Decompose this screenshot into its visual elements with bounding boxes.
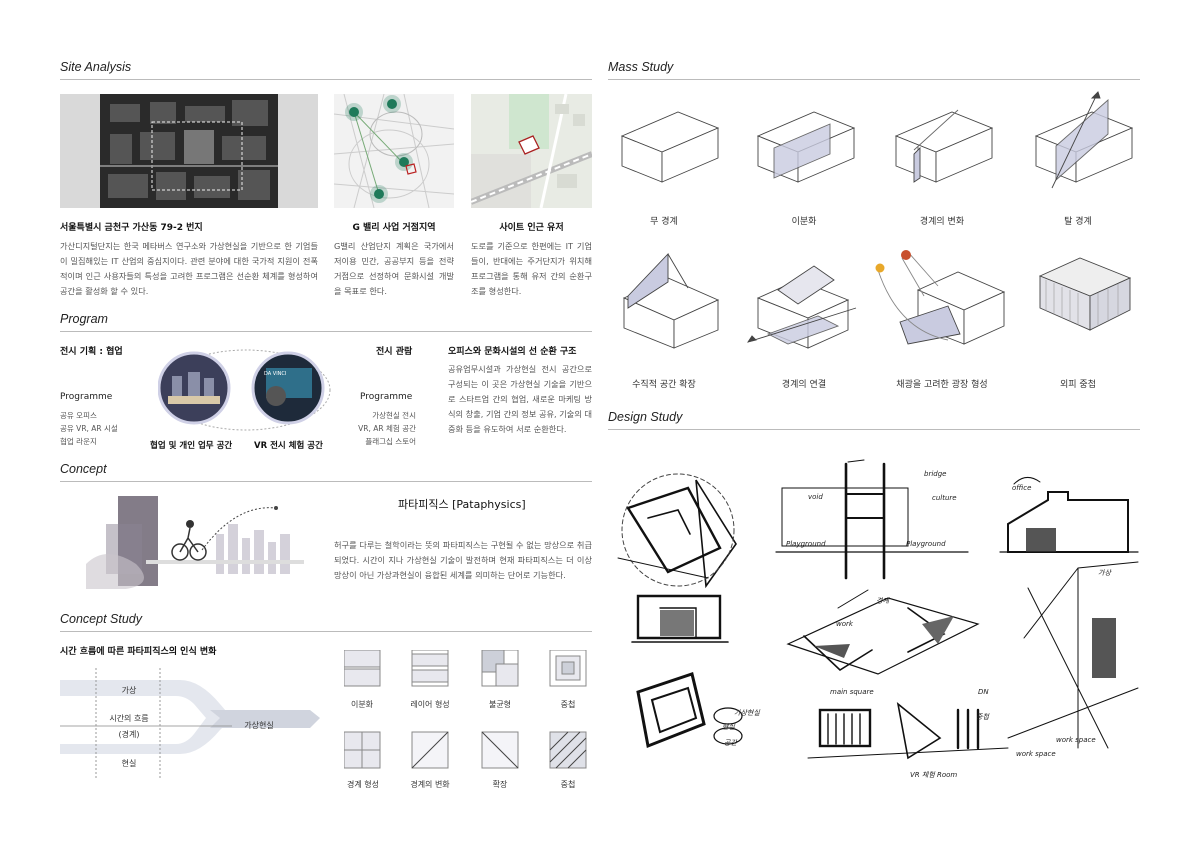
design-sketches [608, 448, 1140, 788]
sketch-note: Playground [906, 540, 946, 548]
sketch-note: main square [830, 688, 874, 696]
divider [608, 79, 1140, 80]
sketch-note: office [1012, 484, 1032, 492]
site-caption-address: 서울특별시 금천구 가산동 79-2 번지 [60, 223, 203, 233]
program-circles [158, 346, 334, 432]
concept-title: 파타피직스 [Pataphysics] [398, 498, 526, 511]
list-item: 플래그십 스토어 [365, 437, 416, 446]
diagram-label: 경계 형성 [347, 780, 379, 789]
divider [60, 481, 592, 482]
site-neighborhood-map [471, 94, 592, 208]
section-title-design-study: Design Study [608, 410, 683, 424]
concept-study-subtitle: 시간 흐름에 따른 파타피직스의 인식 변화 [60, 647, 217, 657]
sketch-note: 가상 [1098, 569, 1111, 577]
site-satellite-photo [60, 94, 318, 208]
program-left-title: 전시 기획 : 협업 [60, 347, 123, 357]
list-item: 공유 VR, AR 시설 [60, 424, 118, 433]
flow-label-vr: 가상현실 [244, 721, 274, 730]
section-title-site-analysis: Site Analysis [60, 60, 132, 74]
flow-label-reality: 현실 [121, 759, 137, 768]
program-left-list: 공유 오피스 공유 VR, AR 시설 협업 라운지 [60, 409, 118, 448]
mass-label: 수직적 공간 확장 [632, 380, 696, 390]
site-caption-gvalley: G 밸리 사업 거점지역 [352, 223, 436, 233]
flow-label-virtual: 가상 [121, 686, 137, 695]
g-valley-map [334, 94, 454, 208]
sketch-note: VR 체험 Room [910, 771, 958, 779]
circle-label-vr: VR 전시 체험 공간 [254, 441, 323, 451]
sketch-note: work space [1056, 736, 1096, 744]
diagram-label: 이분화 [350, 700, 374, 709]
mass-label: 탈 경계 [1064, 217, 1092, 227]
program-right-programme: Programme [360, 392, 413, 402]
concept-diagram-grid [344, 650, 594, 800]
program-right-title: 전시 관람 [376, 347, 413, 357]
diagram-label: 레이어 형성 [410, 700, 450, 709]
list-item: 가상현실 전시 [372, 411, 416, 420]
sketch-note: culture [932, 494, 957, 502]
perception-flow-diagram [60, 668, 320, 780]
mass-study-models [608, 90, 1140, 360]
flow-label-time: 시간의 흐름 [109, 714, 149, 723]
list-item: 협업 라운지 [60, 437, 97, 446]
vr-sign: DA VINCI [264, 371, 287, 377]
site-paragraph-2: G밸리 산업단지 계획은 국가에서 저이용 민간, 공공부지 등을 전략 거점으… [334, 241, 454, 296]
site-caption-users: 사이트 인근 유저 [499, 223, 564, 233]
concept-collage-image [86, 494, 304, 590]
divider [60, 79, 592, 80]
list-item: VR, AR 체험 공간 [358, 424, 416, 433]
diagram-label: 확장 [492, 780, 508, 789]
circulation-paragraph: 공유업무시설과 가상현실 전시 공간으로 구성되는 이 곳은 가상현실 기술을 … [448, 364, 592, 434]
program-left-programme: Programme [60, 392, 113, 402]
mass-label: 채광을 고려한 광장 형성 [896, 380, 988, 390]
sketch-note: void [808, 493, 823, 501]
mass-label: 외피 중첩 [1060, 380, 1096, 390]
sketch-note: 현실 [722, 723, 735, 731]
mass-label: 이분화 [791, 217, 817, 227]
concept-paragraph: 허구를 다루는 철학이라는 뜻의 파타피직스는 구현될 수 없는 망상으로 취급… [334, 540, 592, 580]
section-title-mass-study: Mass Study [608, 60, 674, 74]
section-title-concept-study: Concept Study [60, 612, 142, 626]
section-title-concept: Concept [60, 462, 107, 476]
divider [608, 429, 1140, 430]
diagram-label: 경계의 변화 [410, 780, 450, 789]
section-title-program: Program [60, 312, 108, 326]
diagram-label: 중첩 [560, 780, 576, 789]
diagram-label: 중첩 [560, 700, 576, 709]
divider [60, 631, 592, 632]
site-paragraph-1: 가산디지털단지는 한국 메타버스 연구소와 가상현실을 기반으로 한 기업들이 … [60, 241, 318, 296]
circle-label-collab: 협업 및 개인 업무 공간 [150, 441, 233, 451]
sketch-note: Playground [786, 540, 826, 548]
sketch-note: 가상현실 [734, 709, 760, 717]
sketch-note: 중첩 [976, 713, 989, 721]
program-right-list: 가상현실 전시 VR, AR 체험 공간 플래그십 스토어 [352, 409, 416, 448]
sketch-note: work [836, 620, 853, 628]
mass-label: 경계의 연결 [781, 380, 827, 390]
divider [60, 331, 592, 332]
diagram-label: 불균형 [488, 700, 512, 709]
sketch-note: 경계 [876, 597, 889, 605]
list-item: 공유 오피스 [60, 411, 97, 420]
sketch-note: DN [978, 688, 989, 696]
site-paragraph-3: 도로를 기준으로 한편에는 IT 기업들이, 반대에는 주거단지가 위치해 프로… [471, 241, 592, 296]
sketch-note: 공간 [724, 739, 737, 747]
sketch-note: bridge [924, 470, 947, 478]
mass-label: 경계의 변화 [919, 217, 965, 227]
circulation-title: 오피스와 문화시설의 선 순환 구조 [448, 347, 577, 357]
mass-label: 무 경계 [650, 217, 678, 227]
flow-label-boundary: (경계) [118, 730, 140, 739]
sketch-note: work space [1016, 750, 1056, 758]
